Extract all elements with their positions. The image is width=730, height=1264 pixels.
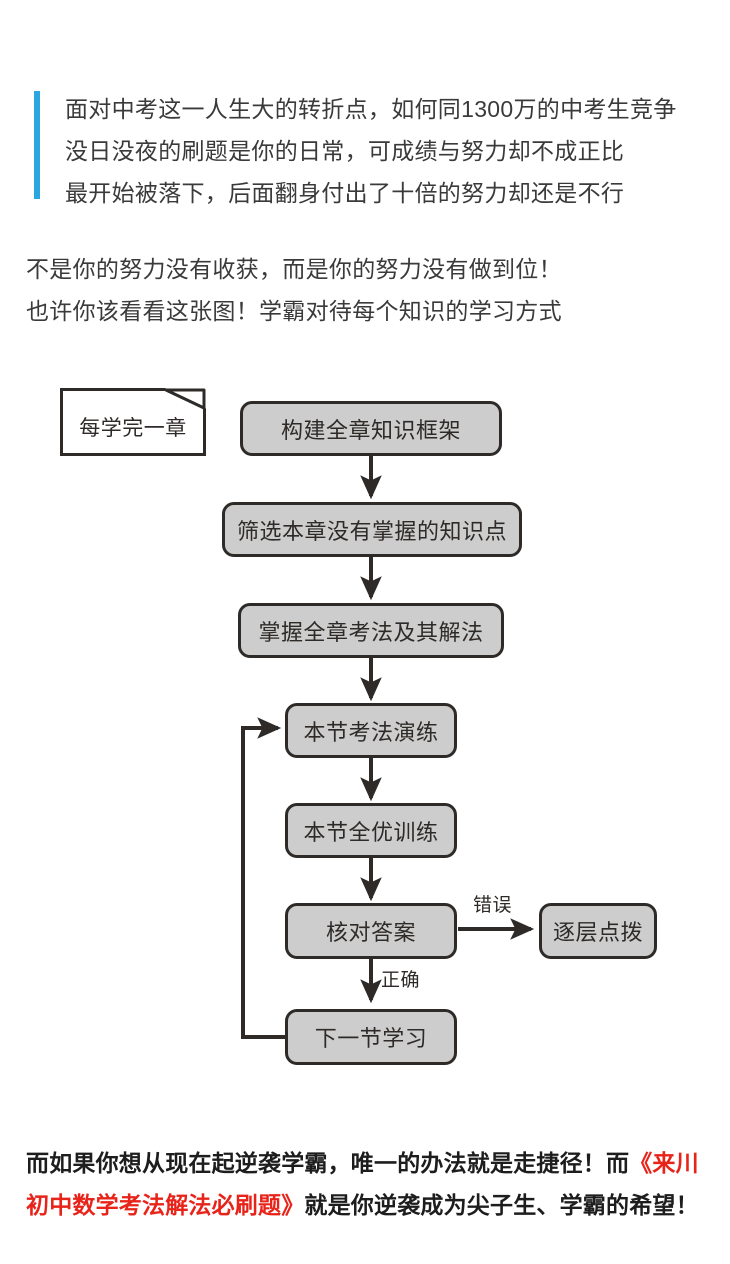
flow-node-section-drill[interactable]: 本节考法演练 [285, 703, 457, 758]
intro-paragraph-line-2: 也许你该看看这张图！学霸对待每个知识的学习方式 [26, 298, 562, 324]
flow-node-build-framework[interactable]: 构建全章知识框架 [240, 401, 502, 456]
intro-paragraph-block: 不是你的努力没有收获，而是你的努力没有做到位！ 也许你该看看这张图！学霸对待每个… [26, 248, 716, 332]
flow-node-check-answers[interactable]: 核对答案 [285, 903, 457, 959]
intro-quote-line-2: 没日没夜的刷题是你的日常，可成绩与努力却不成正比 [65, 138, 625, 164]
flowchart-edges [241, 456, 535, 1039]
cta-line-1: 而如果你想从现在起逆袭学霸，唯一的办法就是走捷径！而《来川 [26, 1142, 726, 1184]
flow-node-label: 筛选本章没有掌握的知识点 [236, 518, 507, 544]
flow-node-section-training[interactable]: 本节全优训练 [285, 803, 457, 858]
flow-node-label: 构建全章知识框架 [280, 417, 461, 443]
cta-line-1-highlight: 《来川 [629, 1150, 699, 1176]
cta-line-2-highlight: 初中数学考法解法必刷题》 [26, 1192, 305, 1218]
flow-node-label: 本节全优训练 [303, 819, 439, 845]
intro-quote-block: 面对中考这一人生大的转折点，如何同1300万的中考生竞争 没日没夜的刷题是你的日… [34, 88, 698, 214]
flow-node-label: 本节考法演练 [303, 719, 439, 745]
flow-node-filter-unmastered[interactable]: 筛选本章没有掌握的知识点 [222, 502, 522, 557]
note-fold-corner-icon [164, 388, 206, 410]
flow-node-label: 下一节学习 [314, 1026, 428, 1051]
intro-quote-lines: 面对中考这一人生大的转折点，如何同1300万的中考生竞争 没日没夜的刷题是你的日… [34, 88, 698, 214]
flow-node-master-methods[interactable]: 掌握全章考法及其解法 [238, 603, 504, 658]
study-method-flowchart: 每学完一章 构建全章知识框架 筛选本章没有掌握的知识点 掌握全章考法及其解法 本… [0, 370, 730, 1100]
flow-node-layered-guidance[interactable]: 逐层点拨 [539, 903, 657, 959]
cta-line-2: 初中数学考法解法必刷题》就是你逆袭成为尖子生、学霸的希望！ [26, 1184, 726, 1226]
cta-block: 而如果你想从现在起逆袭学霸，唯一的办法就是走捷径！而《来川 初中数学考法解法必刷… [26, 1142, 726, 1226]
intro-quote-line-1: 面对中考这一人生大的转折点，如何同1300万的中考生竞争 [65, 96, 677, 122]
intro-paragraph-line-1: 不是你的努力没有收获，而是你的努力没有做到位！ [26, 256, 562, 282]
note-shape [60, 388, 206, 456]
note-every-chapter: 每学完一章 [60, 388, 206, 456]
flow-node-label: 掌握全章考法及其解法 [258, 619, 484, 645]
blue-accent-bar [34, 91, 40, 199]
edge-label-wrong: 错误 [473, 895, 513, 916]
flow-node-label: 核对答案 [325, 920, 416, 945]
note-label: 每学完一章 [79, 417, 187, 440]
flow-node-label: 逐层点拨 [552, 920, 643, 945]
edge-label-correct: 正确 [381, 970, 421, 991]
cta-line-1-prefix: 而如果你想从现在起逆袭学霸，唯一的办法就是走捷径！而 [26, 1150, 630, 1176]
flow-node-next-section[interactable]: 下一节学习 [285, 1009, 457, 1065]
intro-quote-line-3: 最开始被落下，后面翻身付出了十倍的努力却还是不行 [65, 180, 625, 206]
cta-line-2-suffix: 就是你逆袭成为尖子生、学霸的希望！ [304, 1192, 699, 1218]
